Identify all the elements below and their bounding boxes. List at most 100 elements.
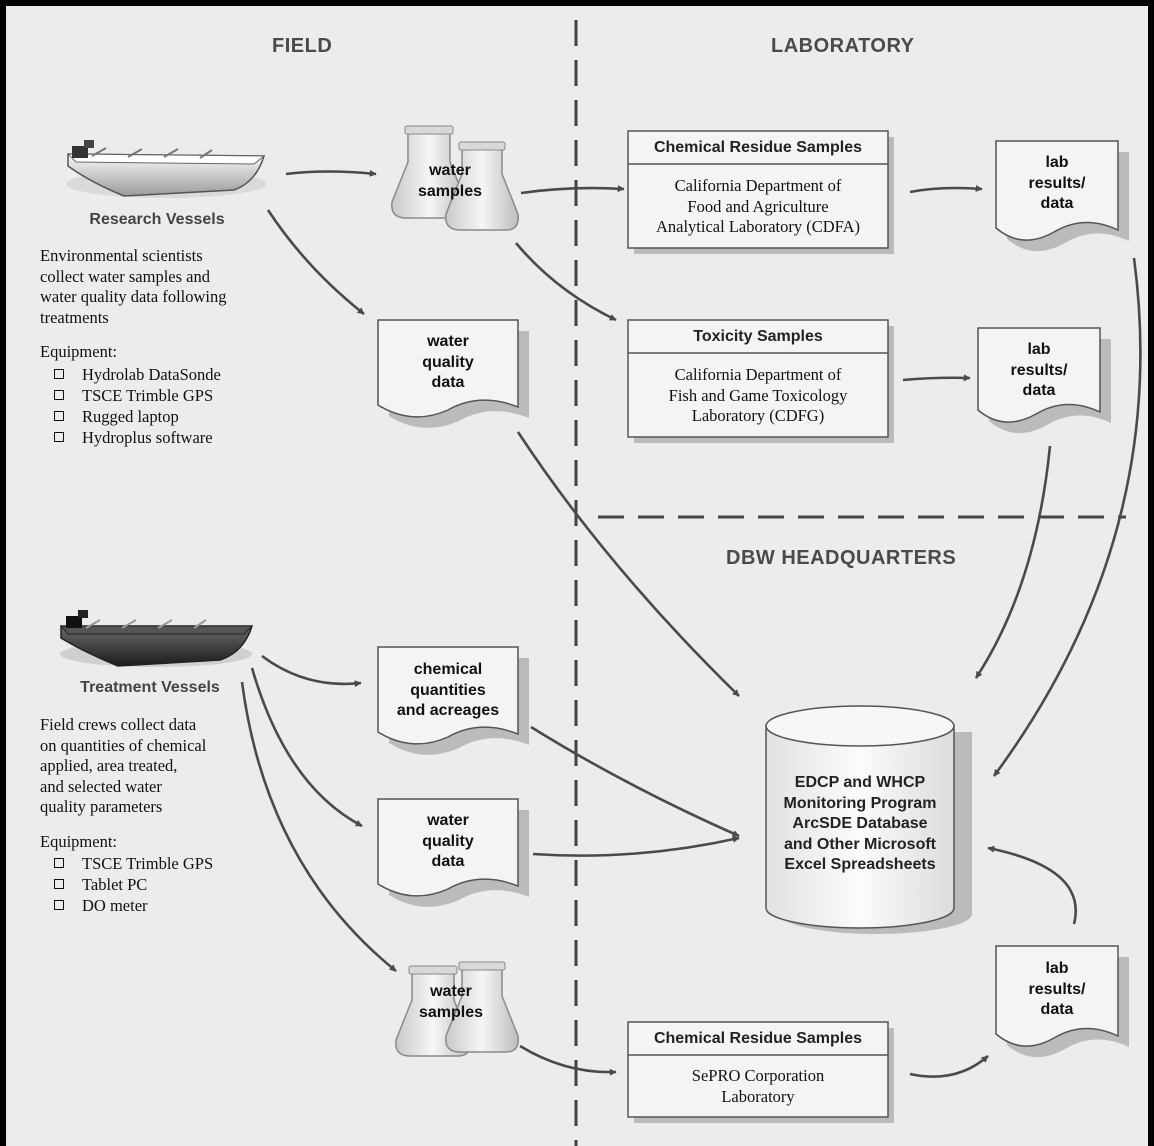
sepro-box-header: Chemical Residue Samples [653,1030,863,1047]
box-line: California Department of [674,365,842,384]
doc-line: results/ [1028,174,1086,192]
doc-line: and acreages [396,702,500,719]
doc-line: lab [1045,960,1069,977]
box-line: SePRO Corporation [691,1066,825,1085]
doc-line: water [427,812,469,829]
arrow-wqdoc-to-db [516,431,740,697]
equipment-item: TSCE Trimble GPS [44,853,213,874]
doc-line: quality [422,832,474,850]
arrow-sepro-result-to-db [987,845,1077,925]
box-shape-cdfg [627,319,894,443]
arrow-cdfa-to-labdoc [909,185,983,194]
research-desc-line: treatments [40,307,109,327]
database-cylinder-icon [765,705,972,934]
box-shape-cdfa [627,130,894,254]
doc-line: data [431,853,465,870]
treatment-water-samples-label: water samples [401,982,501,1023]
doc-shape-lab-cdfa [995,140,1129,252]
research-water-quality-doc: water quality data [378,332,518,394]
doc-line: results/ [1028,980,1086,998]
treatment-desc-line: and selected water [40,776,162,796]
checkbox-icon [54,369,64,379]
arrow-tboat-to-flask2 [240,681,397,973]
checkbox-icon [54,879,64,889]
equipment-item: TSCE Trimble GPS [44,385,221,406]
equipment-item: Tablet PC [44,874,213,895]
checkbox-icon [54,432,64,442]
treatment-description: Field crews collect data on quantities o… [40,715,206,818]
doc-line: data [431,374,465,391]
checkbox-icon [54,900,64,910]
db-line: Excel Spreadsheets [784,856,936,873]
box-line: Food and Agriculture [687,196,829,216]
box-shape-sepro [627,1021,894,1123]
diagram-graphics [59,20,1142,1146]
arrow-tboat-to-wqdoc2 [250,667,363,828]
checkbox-icon [54,390,64,400]
research-equipment-label: Equipment: [40,342,117,361]
equipment-item: DO meter [44,895,213,916]
doc-line: results/ [1010,361,1068,379]
research-desc-line: Environmental scientists [40,246,203,265]
box-line: California Department of [674,176,842,195]
research-desc-line: water quality data following [40,287,227,306]
equipment-item: Hydroplus software [44,427,221,448]
doc-shape-lab-sepro [995,945,1129,1058]
doc-line: data [1022,382,1056,399]
doc-line: quantities [410,681,486,699]
box-line: Analytical Laboratory (CDFA) [655,217,861,236]
doc-line: data [1040,195,1074,212]
laboratory-heading: LABORATORY [771,35,915,57]
research-boat-icon [66,140,266,198]
db-line: Monitoring Program [783,794,937,812]
cdfg-box-body: California Department of Fish and Game T… [628,365,888,427]
treatment-water-quality-doc: water quality data [378,811,518,873]
chemical-quantities-doc: chemical quantities and acreages [378,660,518,722]
box-line: Laboratory [721,1086,795,1106]
treatment-boat-icon [59,610,254,667]
doc-line: chemical [413,661,483,678]
equipment-label: Hydrolab DataSonde [82,365,221,384]
lab-results-cdfa-doc: lab results/ data [996,153,1118,215]
arrow-wqdoc2-to-db [532,835,740,857]
sepro-box-body: SePRO Corporation Laboratory [628,1066,888,1107]
box-line: Fish and Game Toxicology [668,385,848,405]
treatment-desc-line: quality parameters [40,797,163,816]
research-flask-icon [391,125,519,231]
equipment-label: TSCE Trimble GPS [82,386,214,405]
label-line: water [430,983,472,1000]
treatment-desc-line: applied, area treated, [40,756,178,775]
equipment-label: Hydroplus software [82,428,213,447]
research-water-samples-label: water samples [400,161,500,202]
research-equipment-list: Hydrolab DataSonde TSCE Trimble GPS Rugg… [44,364,221,448]
doc-line: data [1040,1001,1074,1018]
equipment-item: Rugged laptop [44,406,221,427]
treatment-equipment-list: TSCE Trimble GPS Tablet PC DO meter [44,853,213,916]
box-line: Laboratory (CDFG) [691,406,825,425]
cdfg-box-header: Toxicity Samples [693,328,823,345]
label-line: samples [418,1003,484,1021]
doc-line: water [427,333,469,350]
treatment-equipment-label: Equipment: [40,832,117,851]
equipment-label: TSCE Trimble GPS [82,854,214,873]
equipment-label: Rugged laptop [82,407,179,426]
arrow-flask-to-cdfg [515,242,617,322]
equipment-item: Hydrolab DataSonde [44,364,221,385]
cdfa-box-header: Chemical Residue Samples [653,139,863,156]
doc-shape-research-wq [377,319,529,428]
doc-line: quality [422,353,474,371]
doc-shape-lab-cdfg [977,327,1111,434]
checkbox-icon [54,411,64,421]
label-line: water [429,162,471,179]
doc-line: lab [1045,154,1069,171]
arrow-cdfg-to-labdoc [902,374,971,382]
lab-results-sepro-doc: lab results/ data [996,959,1118,1021]
treatment-desc-line: Field crews collect data [40,715,197,734]
arrow-cdfg-result-to-db [974,445,1052,679]
treatment-vessels-title: Treatment Vessels [80,679,220,696]
lab-results-cdfg-doc: lab results/ data [978,340,1100,402]
treatment-flask-icon [395,961,519,1057]
equipment-label: Tablet PC [82,875,148,894]
arrow-sepro-to-labdoc [909,1055,989,1078]
